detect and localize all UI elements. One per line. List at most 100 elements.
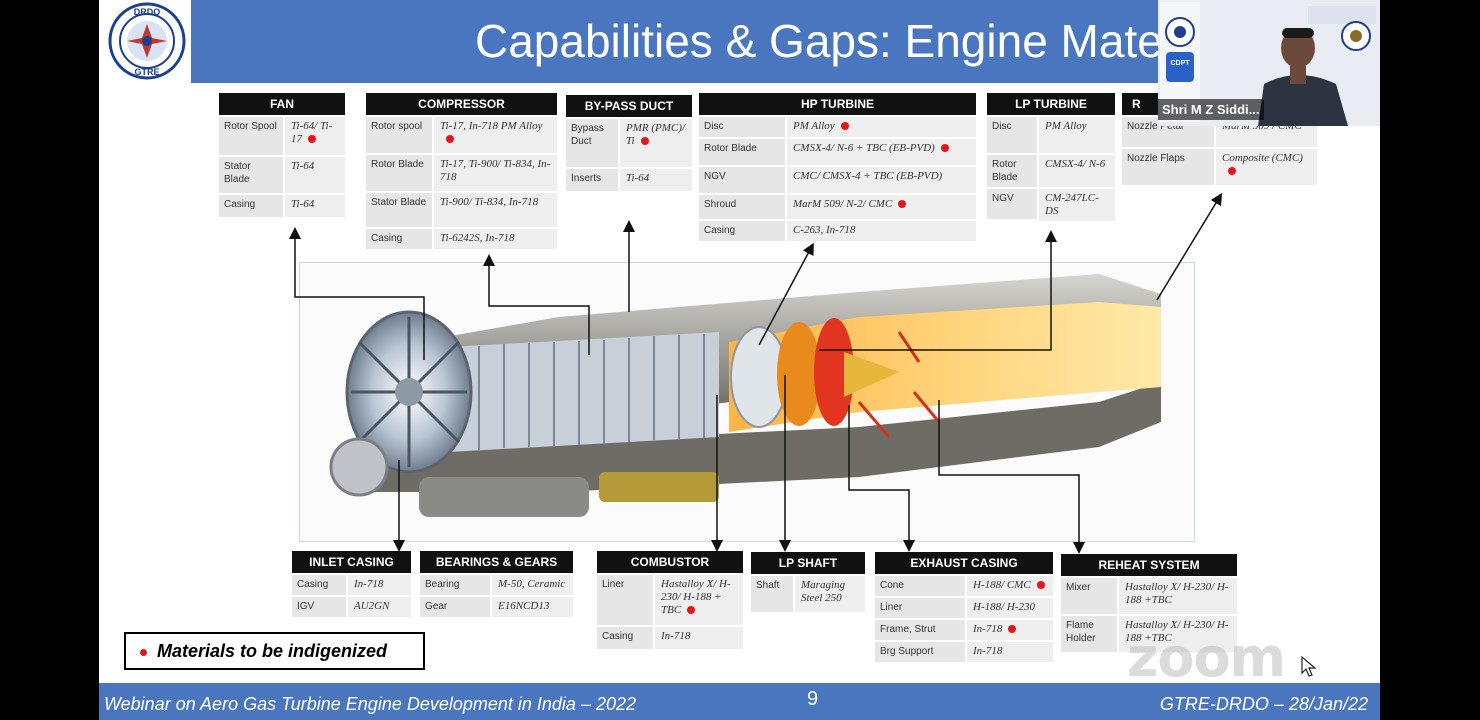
part-label: Inserts bbox=[566, 169, 618, 191]
part-label: Casing bbox=[597, 627, 653, 649]
part-label: Stator Blade bbox=[219, 157, 283, 193]
material-cell: H-188/ CMC bbox=[967, 576, 1053, 596]
legend-label: Materials to be indigenized bbox=[157, 641, 388, 661]
table-row: Rotor Spool Ti-64/ Ti-17 bbox=[219, 117, 345, 155]
table-row: Flame Holder Hastalloy X/ H-230/ H-188 +… bbox=[1061, 616, 1237, 652]
table-row: NGV CM-247LC-DS bbox=[987, 189, 1115, 221]
part-label: Rotor Spool bbox=[219, 117, 283, 155]
engine-cutaway-illustration bbox=[299, 262, 1195, 542]
part-label: Bypass Duct bbox=[566, 119, 618, 167]
indigenize-dot-icon bbox=[1008, 625, 1017, 634]
bearings-gears-table: BEARINGS & GEARS Bearing M-50, Ceramic G… bbox=[420, 551, 573, 617]
part-label: Brg Support bbox=[875, 642, 965, 662]
part-label: Gear bbox=[420, 597, 490, 617]
hp-turbine-table: HP TURBINE Disc PM Alloy Rotor Blade CMS… bbox=[699, 93, 976, 241]
material-cell: Ti-6242S, In-718 bbox=[434, 229, 557, 249]
indigenize-dot-icon bbox=[446, 135, 454, 144]
table-row: Liner H-188/ H-230 bbox=[875, 598, 1053, 618]
part-label: Mixer bbox=[1061, 578, 1117, 614]
indigenize-dot-icon bbox=[140, 648, 147, 656]
zoom-watermark: zoom bbox=[1127, 626, 1286, 689]
reheat-system-table: REHEAT SYSTEM Mixer Hastalloy X/ H-230/ … bbox=[1061, 554, 1237, 652]
indigenize-dot-icon bbox=[898, 200, 907, 209]
material-cell: In-718 bbox=[967, 620, 1053, 640]
table-row: Casing Ti-6242S, In-718 bbox=[366, 229, 557, 249]
table-row: Mixer Hastalloy X/ H-230/ H-188 +TBC bbox=[1061, 578, 1237, 614]
table-row: Stator Blade Ti-64 bbox=[219, 157, 345, 193]
part-label: NGV bbox=[987, 189, 1037, 219]
material-cell: Hastalloy X/ H-230/ H-188 +TBC bbox=[1119, 616, 1237, 652]
slide-footer: Webinar on Aero Gas Turbine Engine Devel… bbox=[99, 683, 1380, 720]
material-cell: In-718 bbox=[655, 627, 743, 649]
material-cell: C-263, In-718 bbox=[787, 221, 976, 241]
exhaust-casing-table: EXHAUST CASING Cone H-188/ CMC Liner H-1… bbox=[875, 552, 1053, 662]
table-row: Rotor Blade CMSX-4/ N-6 bbox=[987, 155, 1115, 187]
part-label: Stator Blade bbox=[366, 193, 432, 227]
legend-box: Materials to be indigenized bbox=[124, 632, 425, 670]
table-row: Rotor Blade Ti-17, Ti-900/ Ti-834, In-71… bbox=[366, 155, 557, 191]
material-cell: M-50, Ceramic bbox=[492, 575, 573, 595]
part-label: Disc bbox=[699, 117, 785, 137]
part-label: Rotor Blade bbox=[987, 155, 1037, 187]
logo-text-bottom: GTRE bbox=[134, 67, 159, 77]
lp-shaft-table: LP SHAFT Shaft Maraging Steel 250 bbox=[751, 552, 865, 612]
part-label: Frame, Strut bbox=[875, 620, 965, 640]
part-label: Rotor Blade bbox=[699, 139, 785, 165]
lp-shaft-header: LP SHAFT bbox=[751, 552, 865, 574]
bypass-duct-table: BY-PASS DUCT Bypass Duct PMR (PMC)/ Ti I… bbox=[566, 95, 692, 191]
indigenize-dot-icon bbox=[1228, 167, 1236, 176]
participant-video-tile[interactable]: CDPT Shri M Z Siddi... bbox=[1158, 0, 1380, 126]
material-cell: CM-247LC-DS bbox=[1039, 189, 1115, 221]
lp-turbine-table: LP TURBINE Disc PM Alloy Rotor Blade CMS… bbox=[987, 93, 1115, 221]
lp-turbine-header: LP TURBINE bbox=[987, 93, 1115, 115]
table-row: Inserts Ti-64 bbox=[566, 169, 692, 191]
part-label: Flame Holder bbox=[1061, 616, 1117, 652]
part-label: Rotor Blade bbox=[366, 155, 432, 191]
part-label: Casing bbox=[366, 229, 432, 249]
material-cell: Ti-64/ Ti-17 bbox=[285, 117, 345, 155]
drdo-logo-icon: DRDO GTRE bbox=[108, 2, 186, 80]
part-label: NGV bbox=[699, 167, 785, 193]
table-row: Disc PM Alloy bbox=[699, 117, 976, 137]
table-row: Brg Support In-718 bbox=[875, 642, 1053, 662]
indigenize-dot-icon bbox=[687, 606, 696, 615]
part-label: Casing bbox=[699, 221, 785, 241]
slide-title: Capabilities & Gaps: Engine Materia bbox=[475, 15, 1214, 67]
part-label: Disc bbox=[987, 117, 1037, 153]
table-row: Rotor Blade CMSX-4/ N-6 + TBC (EB-PVD) bbox=[699, 139, 976, 165]
part-label: Liner bbox=[597, 575, 653, 625]
part-label: Shroud bbox=[699, 195, 785, 219]
material-cell: Composite (CMC) bbox=[1216, 149, 1317, 185]
part-label: Nozzle Flaps bbox=[1122, 149, 1214, 185]
material-cell: In-718 bbox=[967, 642, 1053, 662]
material-cell: Ti-64 bbox=[285, 157, 345, 193]
table-row: Rotor spool Ti-17, In-718 PM Alloy bbox=[366, 117, 557, 153]
material-cell: CMC/ CMSX-4 + TBC (EB-PVD) bbox=[787, 167, 976, 193]
fan-header: FAN bbox=[219, 93, 345, 115]
footer-webinar-title: Webinar on Aero Gas Turbine Engine Devel… bbox=[104, 694, 636, 714]
material-cell: AU2GN bbox=[348, 597, 411, 617]
combustor-header: COMBUSTOR bbox=[597, 551, 743, 573]
table-row: Liner Hastalloy X/ H-230/ H-188 + TBC bbox=[597, 575, 743, 625]
fan-table: FAN Rotor Spool Ti-64/ Ti-17 Stator Blad… bbox=[219, 93, 345, 217]
material-cell: MarM 509/ N-2/ CMC bbox=[787, 195, 976, 219]
material-cell: In-718 bbox=[348, 575, 411, 595]
indigenize-dot-icon bbox=[1036, 581, 1045, 590]
material-cell: Ti-17, Ti-900/ Ti-834, In-718 bbox=[434, 155, 557, 191]
material-cell: E16NCD13 bbox=[492, 597, 573, 617]
table-row: Cone H-188/ CMC bbox=[875, 576, 1053, 596]
compressor-header: COMPRESSOR bbox=[366, 93, 557, 115]
mouse-cursor-icon bbox=[1301, 656, 1317, 677]
participant-name: Shri M Z Siddi... bbox=[1158, 99, 1264, 120]
indigenize-dot-icon bbox=[308, 135, 316, 144]
bearings-header: BEARINGS & GEARS bbox=[420, 551, 573, 573]
part-label: Shaft bbox=[751, 576, 793, 612]
combustor-table: COMBUSTOR Liner Hastalloy X/ H-230/ H-18… bbox=[597, 551, 743, 649]
material-cell: Ti-64 bbox=[620, 169, 692, 191]
footer-org-date: GTRE-DRDO – 28/Jan/22 bbox=[1159, 694, 1368, 714]
table-row: Bypass Duct PMR (PMC)/ Ti bbox=[566, 119, 692, 167]
table-row: Casing In-718 bbox=[597, 627, 743, 649]
compressor-table: COMPRESSOR Rotor spool Ti-17, In-718 PM … bbox=[366, 93, 557, 249]
part-label: IGV bbox=[292, 597, 346, 617]
table-row: Casing C-263, In-718 bbox=[699, 221, 976, 241]
